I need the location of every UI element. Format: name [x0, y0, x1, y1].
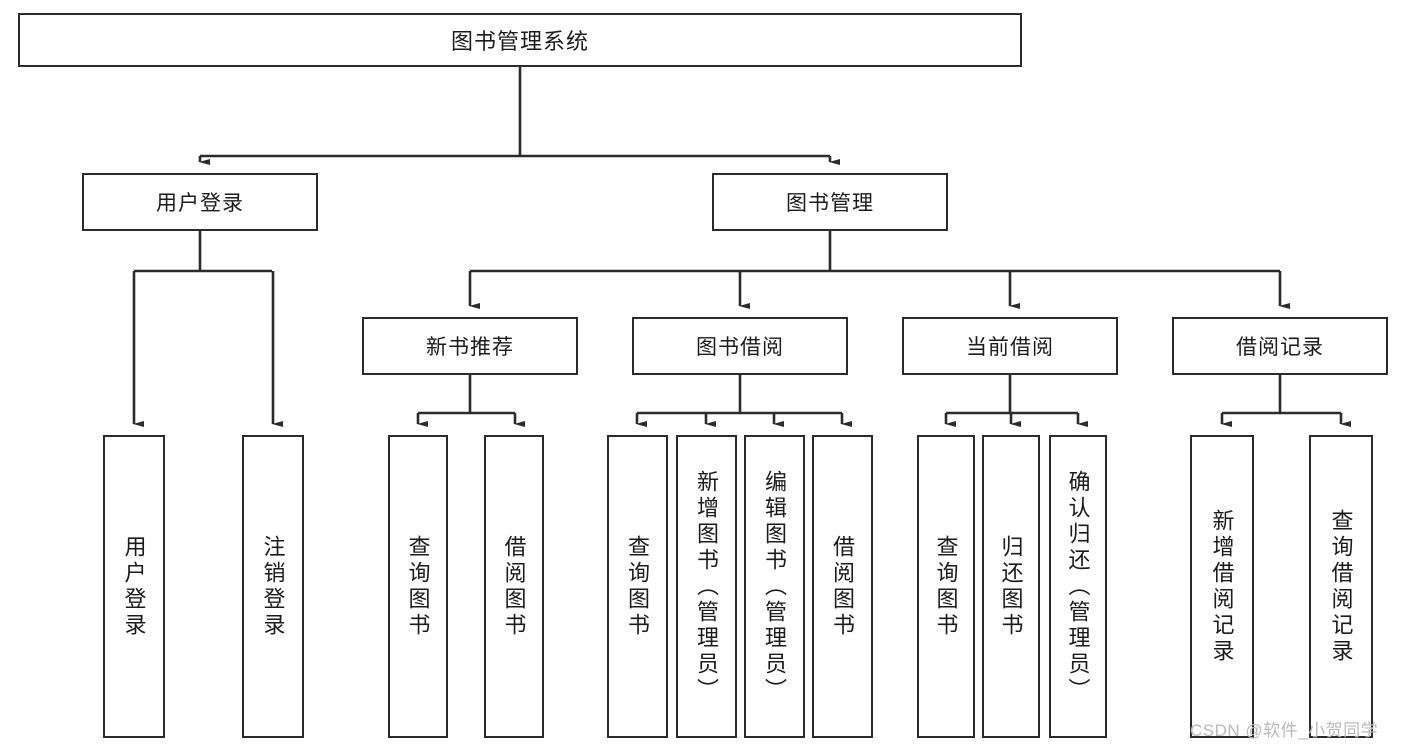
- leaf-logout[interactable]: 注销登录: [242, 435, 304, 738]
- node-label: 借阅图书: [830, 534, 856, 639]
- leaf-query-book-current[interactable]: 查询图书: [917, 435, 975, 738]
- node-label: 查询借阅记录: [1328, 508, 1354, 665]
- node-label: 用户登录: [121, 534, 147, 639]
- leaf-add-book-admin[interactable]: 新增图书（管理员）: [676, 435, 737, 738]
- node-book-borrow[interactable]: 图书借阅: [632, 317, 848, 375]
- node-borrow-record[interactable]: 借阅记录: [1172, 317, 1388, 375]
- leaf-query-book-borrow[interactable]: 查询图书: [607, 435, 668, 738]
- leaf-borrow-book[interactable]: 借阅图书: [812, 435, 873, 738]
- node-label: 图书管理: [786, 192, 874, 215]
- node-label: 查询图书: [933, 534, 959, 639]
- node-label: 注销登录: [260, 534, 286, 639]
- node-label: 用户登录: [156, 192, 244, 215]
- node-label: 编辑图书（管理员）: [762, 469, 788, 704]
- node-label: 新增图书（管理员）: [694, 469, 720, 704]
- node-label: 当前借阅: [966, 336, 1054, 359]
- node-label: 查询图书: [405, 534, 431, 639]
- node-book-management[interactable]: 图书管理: [712, 173, 948, 231]
- node-label: 图书借阅: [696, 336, 784, 359]
- leaf-return-book[interactable]: 归还图书: [982, 435, 1040, 738]
- watermark: CSDN @软件_小贺同学: [1190, 721, 1379, 740]
- leaf-query-book-recommend[interactable]: 查询图书: [388, 435, 448, 738]
- node-label: 查询图书: [625, 534, 651, 639]
- node-label: 确认归还（管理员）: [1065, 469, 1091, 704]
- node-label: 图书管理系统: [450, 29, 589, 54]
- leaf-query-borrow-record[interactable]: 查询借阅记录: [1309, 435, 1373, 738]
- node-current-borrow[interactable]: 当前借阅: [902, 317, 1118, 375]
- node-label: 新书推荐: [426, 336, 514, 359]
- node-label: 借阅图书: [501, 534, 527, 639]
- node-user-login[interactable]: 用户登录: [82, 173, 318, 231]
- node-label: 借阅记录: [1236, 336, 1324, 359]
- node-new-book-recommend[interactable]: 新书推荐: [362, 317, 578, 375]
- node-label: 新增借阅记录: [1209, 508, 1235, 665]
- leaf-add-borrow-record[interactable]: 新增借阅记录: [1190, 435, 1254, 738]
- leaf-confirm-return-admin[interactable]: 确认归还（管理员）: [1049, 435, 1107, 738]
- leaf-edit-book-admin[interactable]: 编辑图书（管理员）: [744, 435, 805, 738]
- leaf-borrow-book-recommend[interactable]: 借阅图书: [484, 435, 544, 738]
- node-root-system[interactable]: 图书管理系统: [18, 13, 1022, 67]
- leaf-user-login[interactable]: 用户登录: [103, 435, 165, 738]
- node-label: 归还图书: [998, 534, 1024, 639]
